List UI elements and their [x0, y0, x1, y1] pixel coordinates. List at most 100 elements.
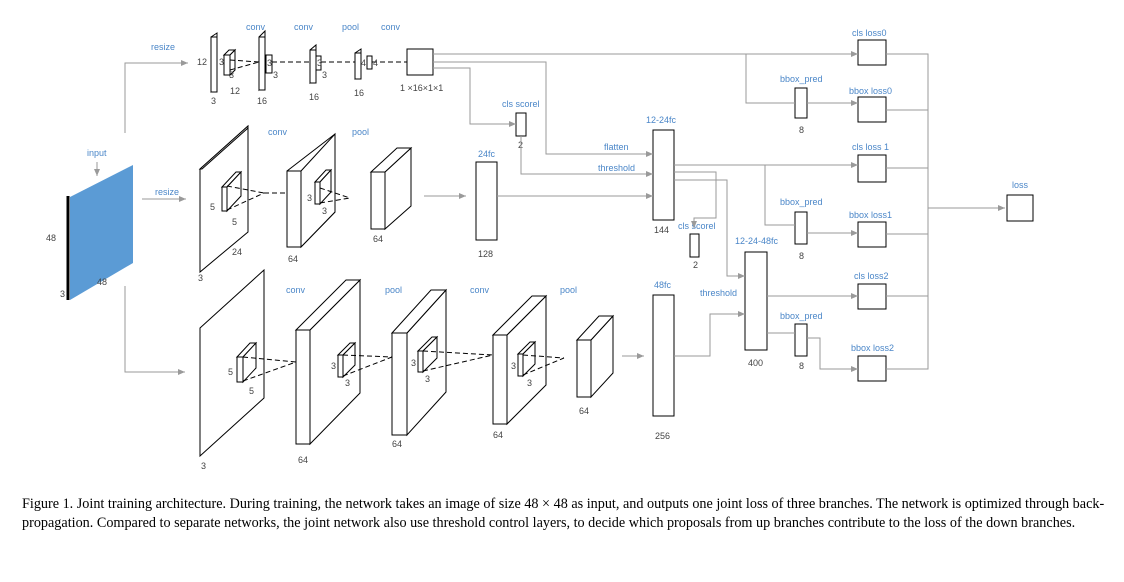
branch-24-net: conv pool 5 5 3 3 3 24 64 64 24fc 128: [198, 124, 498, 283]
cls-loss-label: cls loss2: [854, 271, 889, 281]
branch-48-op-label: pool: [385, 285, 402, 295]
feature-map-24-input: [198, 124, 249, 274]
branch-12-op-label: conv: [294, 22, 314, 32]
kernel-size-label: 5: [249, 386, 254, 396]
kernel-size-label: 5: [228, 367, 233, 377]
bbox-loss-label: bbox loss0: [849, 86, 892, 96]
bbox-pred-label: bbox_pred: [780, 197, 823, 207]
total-loss-box: [1006, 194, 1034, 222]
feature-map-12-input: [210, 32, 237, 93]
fc-12-24-48-label: 12-24-48fc: [735, 236, 779, 246]
feature-map-48-conv2: [491, 294, 548, 426]
cls-score-dim-24: 2: [693, 260, 698, 270]
branch-48-channel-label: 64: [392, 439, 402, 449]
kernel-size-label: 4: [373, 58, 378, 68]
kernel-size-label: 5: [210, 202, 215, 212]
kernel-size-label: 3: [267, 58, 272, 68]
kernel-size-label: 3: [219, 57, 224, 67]
branch-48-channel-label: 64: [579, 406, 589, 416]
fc-24-label: 24fc: [478, 149, 496, 159]
feature-map-48-conv1: [294, 278, 362, 446]
bbox-pred-box: [794, 323, 808, 357]
bbox-pred-dim: 8: [799, 361, 804, 371]
figure-caption: Figure 1. Joint training architecture. D…: [22, 496, 1105, 531]
input-label: input: [87, 148, 107, 158]
branch-12-output-label: 1 ×16×1×1: [400, 83, 443, 93]
bbox-pred-label: bbox_pred: [780, 311, 823, 321]
bbox-pred-dim: 8: [799, 251, 804, 261]
branch-48-net: conv pool conv pool 5 5 3 3 3 3 3 3 3 64…: [199, 268, 675, 471]
branch-12-channel-label: 16: [309, 92, 319, 102]
branch-12-channel-label: 16: [257, 96, 267, 106]
bbox-loss-box: [857, 96, 887, 123]
kernel-size-label: 3: [527, 378, 532, 388]
kernel-size-label: 3: [307, 193, 312, 203]
resize-label-top: resize: [151, 42, 175, 52]
branch-24-size-label: 24: [232, 247, 242, 257]
branch-48-channel-label: 3: [201, 461, 206, 471]
bbox-pred-dim: 8: [799, 125, 804, 135]
kernel-size-label: 3: [322, 206, 327, 216]
architecture-diagram: input 48 48 3 resize resize: [46, 22, 1034, 471]
kernel-size-label: 3: [317, 58, 322, 68]
bbox-loss-box: [857, 355, 887, 382]
branch-24-channel-label: 64: [288, 254, 298, 264]
cls-score-box-12: [515, 112, 527, 137]
branch-12-op-label: conv: [381, 22, 401, 32]
branch-24-op-label: conv: [268, 127, 288, 137]
feature-map-48-input: [199, 268, 265, 458]
branch-48-op-label: pool: [560, 285, 577, 295]
feature-map-12-conv1: [258, 29, 273, 92]
bbox-pred-box: [794, 211, 808, 245]
feature-map-24-conv: [286, 132, 336, 249]
branch-24-channel-label: 64: [373, 234, 383, 244]
feature-map-24-pool: [369, 146, 413, 231]
kernel-size-label: 3: [322, 70, 327, 80]
bbox-pred-box: [794, 87, 808, 119]
branch-12-op-label: conv: [246, 22, 266, 32]
branch-12-channel-label: 3: [211, 96, 216, 106]
feature-map-48-pool1: [390, 288, 448, 437]
bbox-loss-label: bbox loss1: [849, 210, 892, 220]
input-width-label: 48: [97, 277, 107, 287]
threshold-label: threshold: [700, 288, 737, 298]
bbox-loss-label: bbox loss2: [851, 343, 894, 353]
branch-48-op-label: conv: [286, 285, 306, 295]
cls-loss-box: [857, 154, 887, 183]
kernel-size-label: 3: [273, 70, 278, 80]
branch-48-channel-label: 64: [298, 455, 308, 465]
cls-score-label-24: cls scorel: [678, 221, 716, 231]
cls-loss-label: cls loss0: [852, 28, 887, 38]
kernel-size-label: 3: [331, 361, 336, 371]
bbox-loss-box: [857, 221, 887, 248]
joint-heads: 12-24fc 144 cls scorel 2 12-24-48fc 400 …: [424, 28, 1034, 382]
fc-48-label: 48fc: [654, 280, 672, 290]
input-channels-label: 3: [60, 289, 65, 299]
kernel-size-label: 4: [361, 58, 366, 68]
branch-48-channel-label: 64: [493, 430, 503, 440]
branch-12-net: conv conv pool conv 12 3 3 3 3 3 3 4 4 3…: [197, 22, 540, 150]
cls-loss-box: [857, 39, 887, 66]
kernel-size-label: 3: [345, 378, 350, 388]
fc-24: [475, 161, 498, 241]
input-height-label: 48: [46, 233, 56, 243]
branch-12-map-side-label: 12: [197, 57, 207, 67]
branch-12-channel-label: 16: [354, 88, 364, 98]
fc-12-24-dim: 144: [654, 225, 669, 235]
fc-24-dim: 128: [478, 249, 493, 259]
fc-12-24: [652, 129, 675, 221]
kernel-size-label: 3: [511, 361, 516, 371]
cls-loss-box: [857, 283, 887, 310]
kernel-size-label: 5: [232, 217, 237, 227]
branch-12-op-label: pool: [342, 22, 359, 32]
total-loss-label: loss: [1012, 180, 1029, 190]
branch-48-op-label: conv: [470, 285, 490, 295]
feature-map-48-pool2: [575, 314, 615, 399]
bbox-pred-label: bbox_pred: [780, 74, 823, 84]
fc-12-24-label: 12-24fc: [646, 115, 677, 125]
threshold-label: threshold: [598, 163, 635, 173]
resize-label-mid: resize: [155, 187, 179, 197]
kernel-size-label: 3: [229, 70, 234, 80]
kernel-size-label: 3: [425, 374, 430, 384]
fc-12-24-48: [744, 251, 768, 351]
